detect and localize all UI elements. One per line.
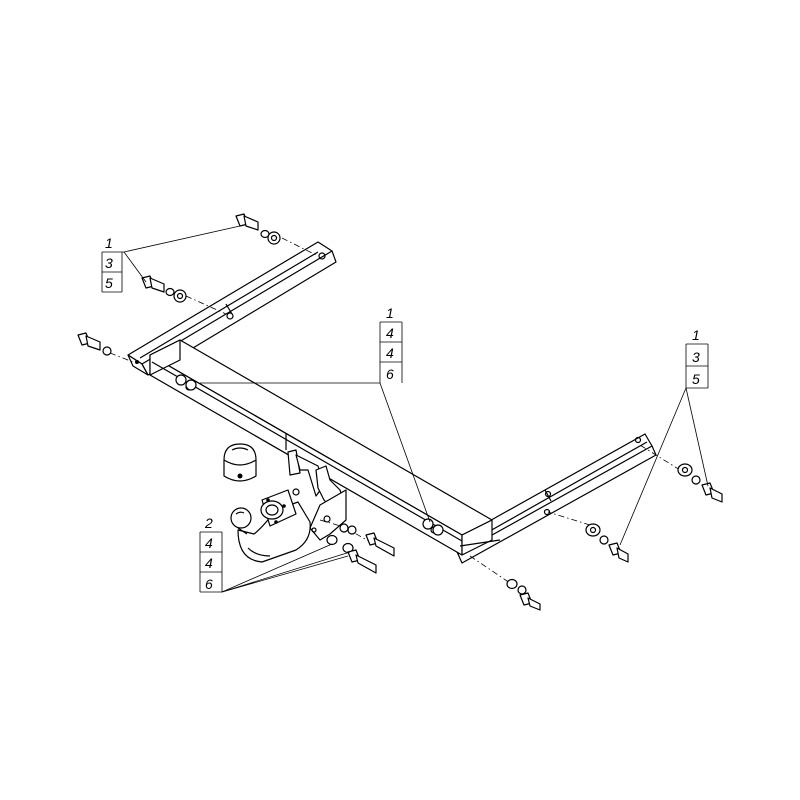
- callout-label: 6: [386, 366, 394, 382]
- bolt-center-upper: [365, 532, 395, 557]
- callout-center: 1 4 4 6: [379, 305, 403, 383]
- bolt-center-lower: [347, 549, 377, 574]
- callout-label: 1: [105, 235, 113, 251]
- bolt-top-left-lower: [141, 275, 187, 303]
- bolt-left-end: [77, 332, 112, 356]
- callout-label: 4: [205, 535, 213, 551]
- ball-cap: [223, 443, 257, 482]
- bolt-right-lower: [506, 578, 541, 611]
- beam-nuts-right: [422, 518, 444, 536]
- bolt-right-bracket-upper: [677, 463, 723, 503]
- callout-label: 4: [386, 325, 394, 341]
- mount-plate: [287, 449, 347, 541]
- washers-center-bracket: [326, 523, 357, 554]
- callout-right: 1 3 5: [685, 327, 709, 389]
- callout-label: 6: [205, 576, 213, 592]
- callout-label: 1: [386, 305, 394, 321]
- callout-label: 1: [692, 327, 700, 343]
- callout-label: 5: [105, 275, 113, 291]
- callout-label: 4: [386, 345, 394, 361]
- callout-bottom-left: 2 4 4 6: [199, 515, 223, 593]
- bolt-right-bracket-lower: [585, 523, 629, 563]
- callout-top-left: 1 3 5: [101, 235, 123, 293]
- callout-label: 3: [692, 349, 700, 365]
- callout-label: 5: [692, 371, 700, 387]
- leader-lines: [102, 225, 709, 593]
- main-cross-beam: [149, 339, 501, 556]
- callout-label: 2: [204, 515, 213, 531]
- fasteners: [77, 213, 723, 611]
- beam-nuts-left: [175, 374, 197, 391]
- tow-ball-neck: [230, 489, 311, 563]
- bolt-top-left-upper: [235, 213, 281, 245]
- callout-label: 3: [105, 255, 113, 271]
- callout-label: 4: [205, 555, 213, 571]
- left-side-bracket: [127, 241, 337, 376]
